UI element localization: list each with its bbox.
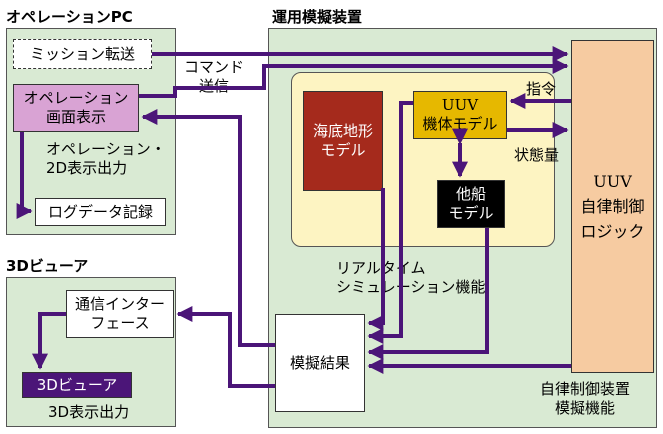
realtime-sim-label: リアルタイム シミュレーション機能 bbox=[336, 259, 486, 297]
arrow-command-to-logic bbox=[139, 58, 569, 98]
arrow-result-to-display bbox=[141, 109, 275, 347]
operation-2d-output-label: オペレーション・ 2D表示出力 bbox=[46, 140, 166, 177]
arrow-uuv-to-result bbox=[367, 101, 413, 344]
simulator-title: 運用模擬装置 bbox=[272, 8, 363, 26]
arrow-interface-to-viewer bbox=[32, 312, 66, 370]
arrow-result-to-interface bbox=[176, 306, 275, 388]
operation-display-box: オペレーション 画面表示 bbox=[13, 84, 139, 132]
3d-viewer-title: 3Dビューア bbox=[6, 257, 89, 275]
arrow-ship-to-result bbox=[367, 228, 489, 360]
operation-pc-title: オペレーションPC bbox=[6, 8, 133, 26]
uuv-body-model-box: UUV 機体モデル bbox=[413, 91, 507, 139]
3d-viewer-app-box: 3Dビューア bbox=[22, 372, 132, 398]
mission-transfer-box: ミッション転送 bbox=[13, 39, 152, 69]
arrow-display-to-log bbox=[16, 132, 33, 219]
command-send-label: コマンド 送信 bbox=[184, 58, 245, 95]
log-record-box: ログデータ記録 bbox=[35, 198, 166, 226]
simulation-result-box: 模擬結果 bbox=[275, 314, 365, 412]
arrow-terrain-to-result bbox=[367, 188, 385, 331]
autonomy-sim-label: 自律制御装置 模擬機能 bbox=[540, 380, 631, 417]
command-label: 指令 bbox=[526, 80, 557, 98]
seabed-terrain-model-box: 海底地形 モデル bbox=[303, 91, 383, 191]
comm-interface-box: 通信インター フェース bbox=[66, 290, 174, 338]
state-label: 状態量 bbox=[514, 146, 560, 164]
3d-output-label: 3D表示出力 bbox=[48, 403, 130, 421]
other-ship-model-box: 他船 モデル bbox=[437, 180, 505, 228]
uuv-autonomy-logic-box: UUV 自律制御 ロジック bbox=[571, 40, 654, 373]
